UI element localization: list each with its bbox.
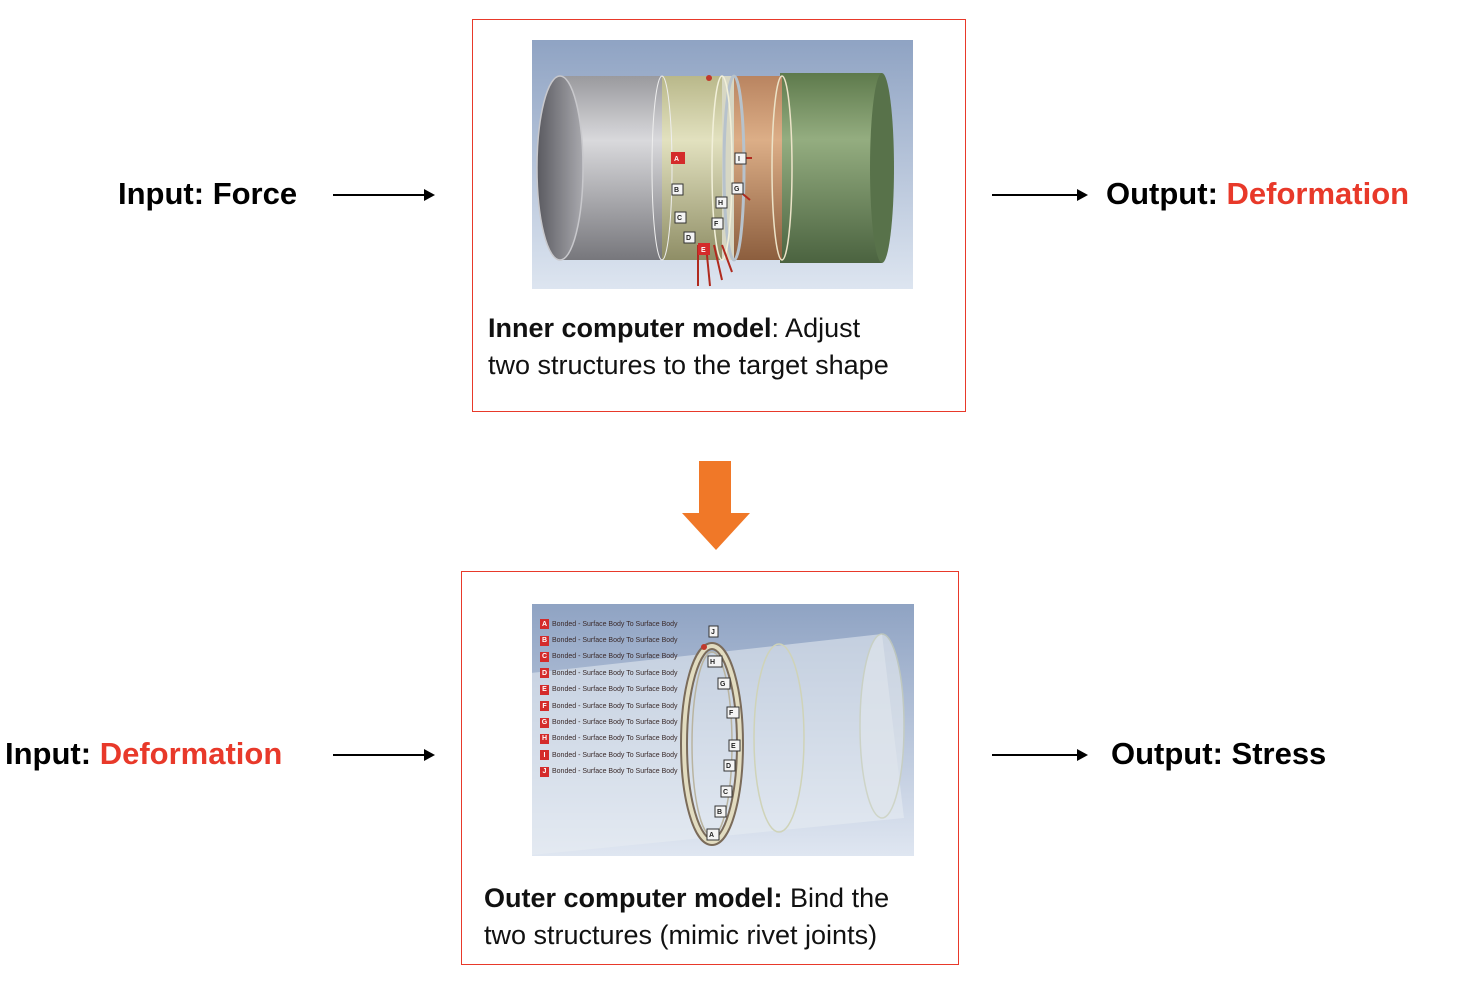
- flow-down-arrow: [682, 461, 750, 550]
- outer-marker-f: F: [729, 710, 734, 717]
- inner-marker-e: E: [701, 247, 706, 254]
- contact-label: Bonded - Surface Body To Surface Body: [552, 735, 678, 743]
- contact-label: Bonded - Surface Body To Surface Body: [552, 702, 678, 710]
- outer-caption-bold: Outer computer model:: [484, 883, 783, 913]
- top-output-prefix: Output:: [1106, 176, 1227, 211]
- inner-model-caption: Inner computer model: Adjust two structu…: [488, 310, 889, 384]
- inner-caption-line2: two structures to the target shape: [488, 350, 889, 380]
- contact-tag: A: [540, 619, 549, 630]
- inner-caption-rest: : Adjust: [771, 313, 861, 343]
- top-output-label: Output: Deformation: [1106, 178, 1409, 209]
- contact-tag: D: [540, 668, 549, 679]
- inner-marker-g: G: [734, 186, 740, 193]
- outer-marker-e: E: [731, 743, 736, 750]
- outer-caption-line2: two structures (mimic rivet joints): [484, 920, 878, 950]
- contact-label: Bonded - Surface Body To Surface Body: [552, 686, 678, 694]
- outer-marker-a: A: [709, 832, 714, 839]
- bottom-output-prefix: Output:: [1111, 736, 1232, 771]
- contact-tag: E: [540, 684, 549, 695]
- outer-marker-b: B: [717, 809, 722, 816]
- inner-marker-c: C: [677, 215, 682, 222]
- contact-tag: I: [540, 750, 549, 761]
- contact-tag: H: [540, 733, 549, 744]
- contact-label: Bonded - Surface Body To Surface Body: [552, 620, 678, 628]
- contact-label: Bonded - Surface Body To Surface Body: [552, 637, 678, 645]
- top-output-value: Deformation: [1226, 176, 1410, 211]
- outer-marker-d: D: [726, 763, 731, 770]
- contact-tag: C: [540, 651, 549, 662]
- bottom-input-prefix: Input:: [5, 736, 100, 771]
- inner-marker-f: F: [714, 221, 719, 228]
- cylinder-joint-illustration: A B C D E F G H I: [532, 40, 913, 289]
- bottom-output-label: Output: Stress: [1111, 738, 1326, 769]
- inner-model-panel: A B C D E F G H I Inner computer model: …: [472, 19, 966, 412]
- bottom-output-arrow: [992, 749, 1088, 761]
- bottom-output-value: Stress: [1231, 736, 1327, 771]
- contact-tag: J: [540, 766, 549, 777]
- bottom-input-value: Deformation: [99, 736, 283, 771]
- bottom-input-arrow: [333, 749, 435, 761]
- contact-label: Bonded - Surface Body To Surface Body: [552, 719, 678, 727]
- inner-marker-a: A: [674, 156, 679, 163]
- inner-marker-d: D: [686, 235, 691, 242]
- outer-marker-j: J: [711, 629, 715, 636]
- top-input-label: Input: Force: [118, 178, 297, 209]
- contact-tag: G: [540, 717, 549, 728]
- outer-marker-g: G: [720, 681, 726, 688]
- contact-label: Bonded - Surface Body To Surface Body: [552, 751, 678, 759]
- contact-tag: B: [540, 635, 549, 646]
- contact-tag: F: [540, 701, 549, 712]
- transparent-cylinder-illustration: J H G F E D C B A: [532, 604, 914, 856]
- top-input-value: Force: [212, 176, 298, 211]
- contact-label: Bonded - Surface Body To Surface Body: [552, 669, 678, 677]
- outer-model-caption: Outer computer model: Bind the two struc…: [484, 880, 889, 954]
- inner-marker-h: H: [718, 200, 723, 207]
- top-input-prefix: Input:: [118, 176, 213, 211]
- outer-caption-rest: Bind the: [782, 883, 890, 913]
- inner-caption-bold: Inner computer model: [488, 313, 772, 343]
- inner-marker-i: I: [738, 156, 740, 163]
- bottom-input-label: Input: Deformation: [5, 738, 282, 769]
- outer-marker-h: H: [710, 659, 715, 666]
- inner-marker-b: B: [674, 187, 679, 194]
- outer-marker-c: C: [723, 789, 728, 796]
- inner-model-render: A B C D E F G H I: [532, 40, 913, 289]
- top-input-arrow: [333, 189, 435, 201]
- contact-label: Bonded - Surface Body To Surface Body: [552, 653, 678, 661]
- top-output-arrow: [992, 189, 1088, 201]
- contact-label: Bonded - Surface Body To Surface Body: [552, 768, 678, 776]
